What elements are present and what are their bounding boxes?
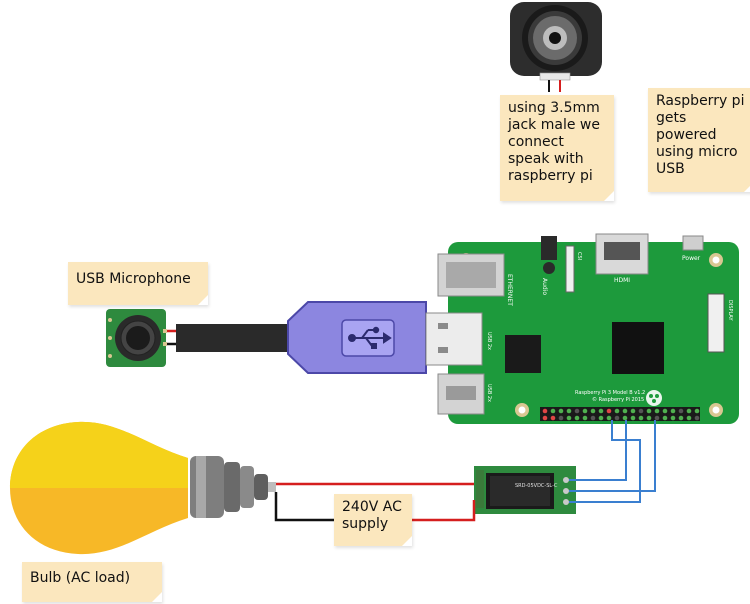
usb-plug xyxy=(287,301,483,374)
gpio-wires xyxy=(569,420,656,503)
bulb-note-text: Bulb (AC load) xyxy=(30,570,131,586)
raspberry-logo xyxy=(646,390,662,406)
label-ethernet: ETHERNET xyxy=(506,274,513,306)
label-camera: CSI xyxy=(576,252,582,260)
label-display: DISPLAY xyxy=(727,300,733,321)
relay-label: SRD-05VDC-SL-C xyxy=(515,483,558,489)
relay-module: SRD-05VDC-SL-C xyxy=(474,466,576,514)
label-model: Raspberry Pi 3 Model B v1.2 xyxy=(575,390,645,396)
ac-wires xyxy=(274,482,476,522)
power-note-text: Raspberry pi gets powered using micro US… xyxy=(656,93,745,177)
label-hdmi: HDMI xyxy=(614,277,630,284)
label-copyright: © Raspberry Pi 2015 xyxy=(592,396,644,403)
raspberry-pi-board: ETHERNET Audio HDMI Power DISPLAY CSI US… xyxy=(437,233,739,424)
supply-note: 240V AC supply xyxy=(334,494,412,546)
supply-note-text: 240V AC supply xyxy=(342,499,402,532)
usb-microphone xyxy=(106,309,167,367)
usb-cable xyxy=(176,324,296,352)
microphone-note: USB Microphone xyxy=(68,262,208,305)
gpio-pins xyxy=(542,408,700,421)
power-note: Raspberry pi gets powered using micro US… xyxy=(648,88,750,192)
bulb-note: Bulb (AC load) xyxy=(22,562,162,602)
speaker-note: using 3.5mm jack male we connect speak w… xyxy=(500,95,614,201)
label-usb-bottom: USB 2x xyxy=(486,384,492,402)
speaker xyxy=(510,2,602,81)
usb-icon xyxy=(348,326,392,349)
label-audio: Audio xyxy=(541,278,548,295)
label-usb-top: USB 2x xyxy=(486,332,492,350)
microphone-note-text: USB Microphone xyxy=(76,271,191,287)
speaker-note-text: using 3.5mm jack male we connect speak w… xyxy=(508,100,600,184)
label-power: Power xyxy=(682,255,701,262)
bulb xyxy=(10,421,276,555)
